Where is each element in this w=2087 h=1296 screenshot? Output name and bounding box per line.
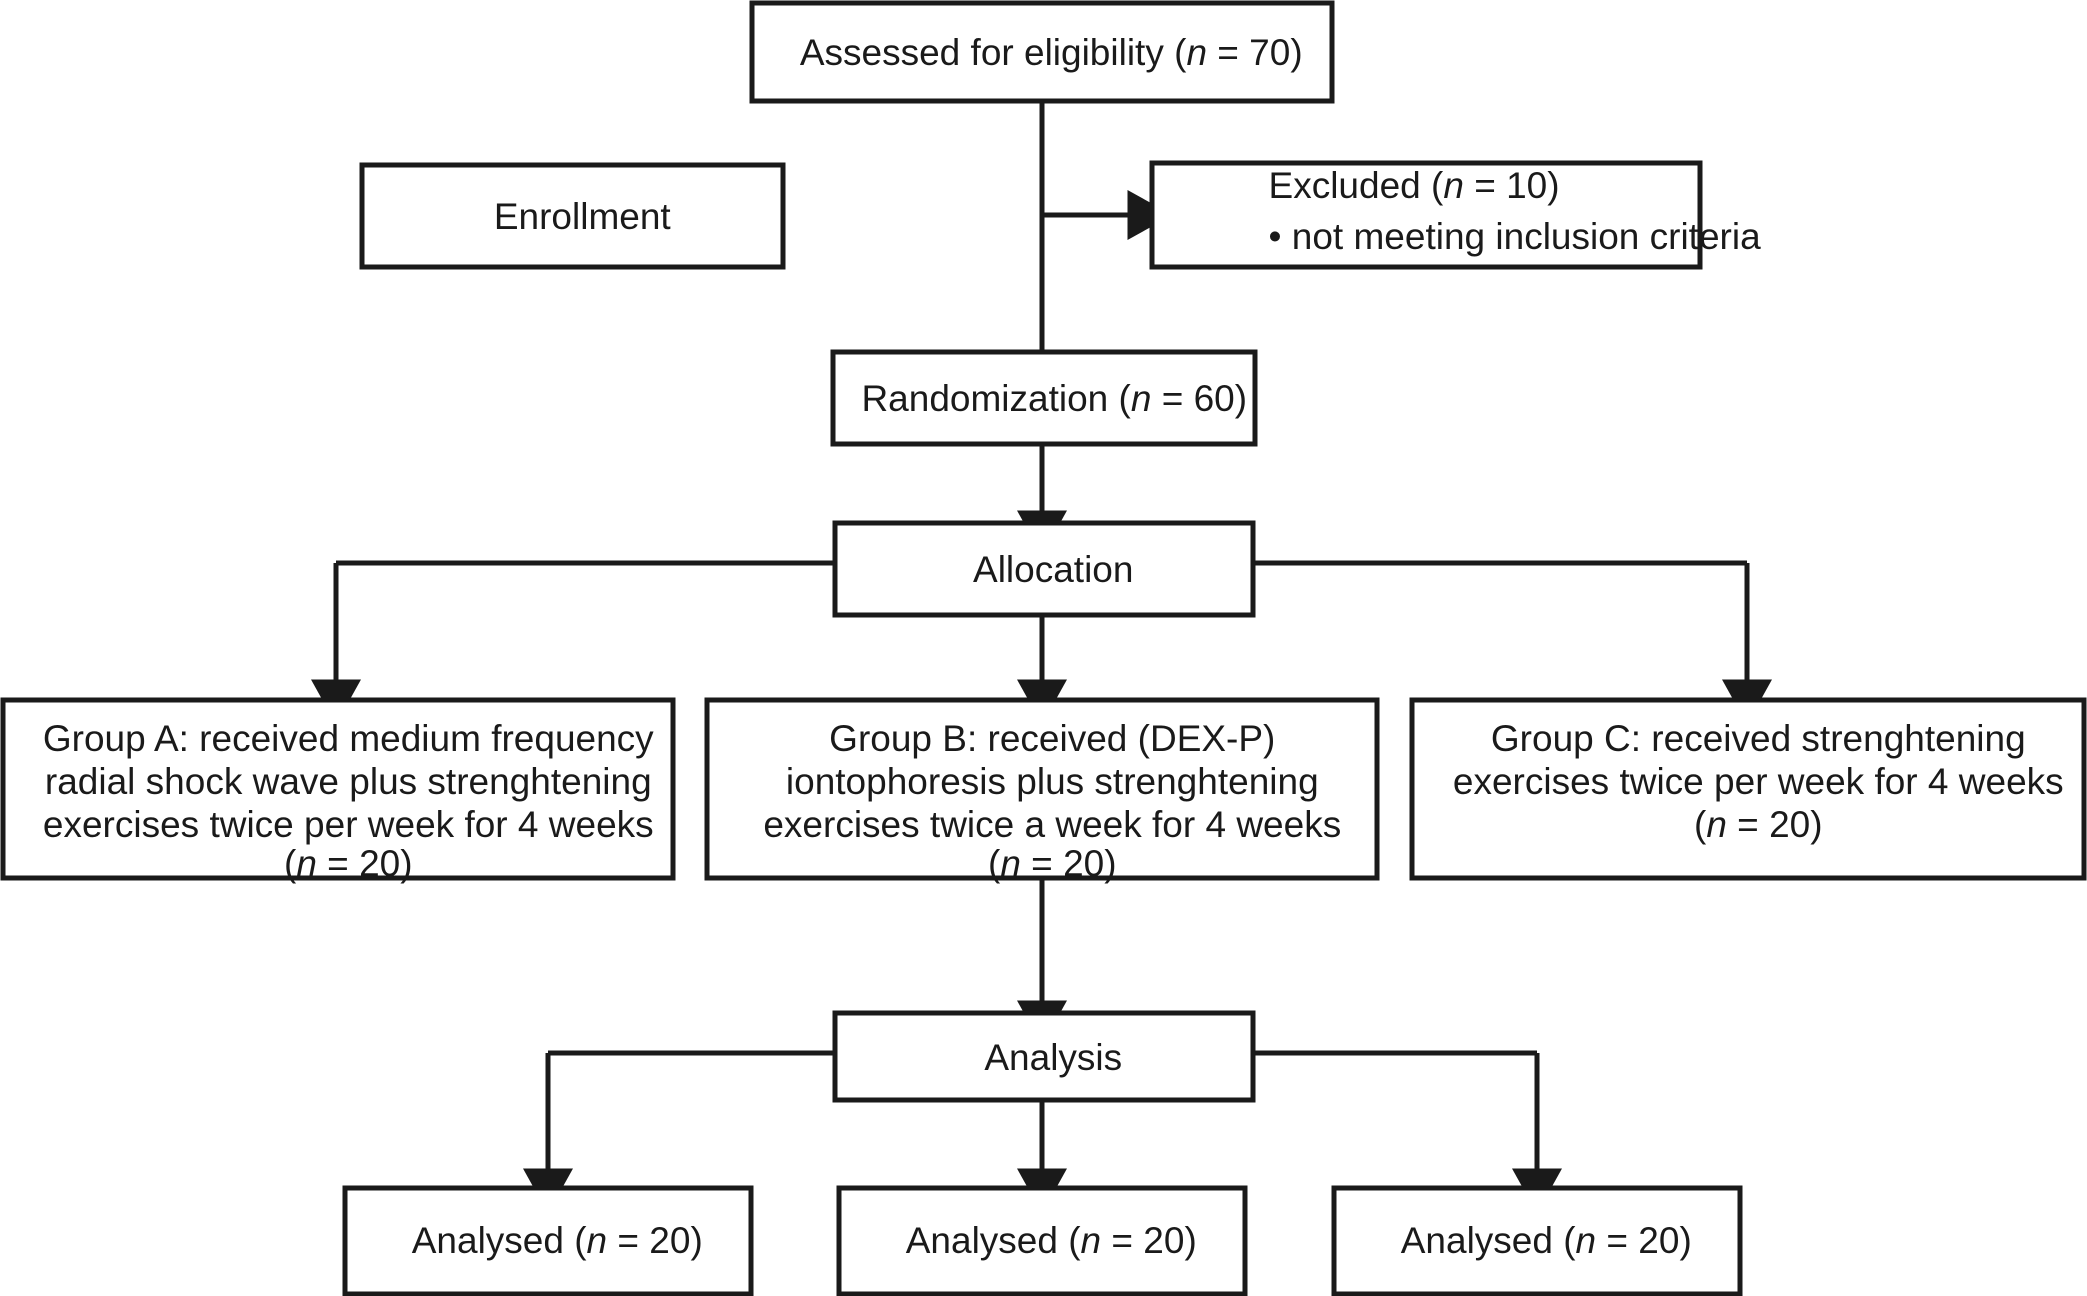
randomization-box[interactable] — [830, 349, 1258, 447]
analysed-group-a-box[interactable] — [342, 1185, 754, 1296]
excluded-box[interactable] — [1149, 160, 1703, 270]
analysis-label: Analysis — [894, 1037, 1194, 1078]
group-c-label-line-2: exercises twice per week for 4 weeks — [1360, 761, 2087, 802]
group-a-label-line-4: (n = 20) — [191, 843, 484, 884]
group-b-label-line-3: exercises twice a week for 4 weeks — [671, 804, 1413, 845]
group-c-label-line-3: (n = 20) — [1601, 804, 1894, 845]
allocation-label-box[interactable] — [832, 520, 1256, 618]
group-c-box[interactable] — [1409, 697, 2087, 881]
connector-group — [311, 101, 1772, 1214]
group-b-label-line-1: Group B: received (DEX-P) — [737, 718, 1348, 759]
group-a-label-line-2: radial shock wave plus strenghtening — [0, 761, 724, 802]
excluded-label-line-1: Excluded (n = 10) — [1176, 165, 1632, 206]
allocation-label: Allocation — [883, 549, 1206, 590]
analysed-group-c-label: Analysed (n = 20) — [1310, 1220, 1764, 1261]
group-a-box[interactable] — [0, 697, 676, 881]
analysis-label-box[interactable] — [832, 1010, 1256, 1103]
label-group: Assessed for eligibility (n = 70) Enroll… — [0, 32, 2087, 1261]
analysed-group-b-box[interactable] — [836, 1185, 1248, 1296]
assessed-for-eligibility-label: Assessed for eligibility (n = 70) — [709, 32, 1374, 73]
randomization-label: Randomization (n = 60) — [769, 378, 1319, 419]
enrollment-label: Enrollment — [401, 196, 742, 237]
analysed-group-c-box[interactable] — [1331, 1185, 1743, 1296]
group-c-label-line-1: Group C: received strenghtening — [1398, 718, 2087, 759]
group-a-label-line-1: Group A: received medium frequency — [0, 718, 726, 759]
excluded-label-line-2: • not meeting inclusion criteria — [1176, 216, 1833, 257]
group-b-box[interactable] — [704, 697, 1380, 881]
assessed-for-eligibility-box[interactable] — [749, 0, 1335, 104]
analysed-group-a-label: Analysed (n = 20) — [321, 1220, 775, 1261]
enrollment-label-box[interactable] — [359, 162, 786, 270]
analysed-group-b-label: Analysed (n = 20) — [815, 1220, 1269, 1261]
group-b-label-line-4: (n = 20) — [895, 843, 1188, 884]
group-b-label-line-2: iontophoresis plus strenghtening — [693, 761, 1390, 802]
group-a-label-line-3: exercises twice per week for 4 weeks — [0, 804, 726, 845]
